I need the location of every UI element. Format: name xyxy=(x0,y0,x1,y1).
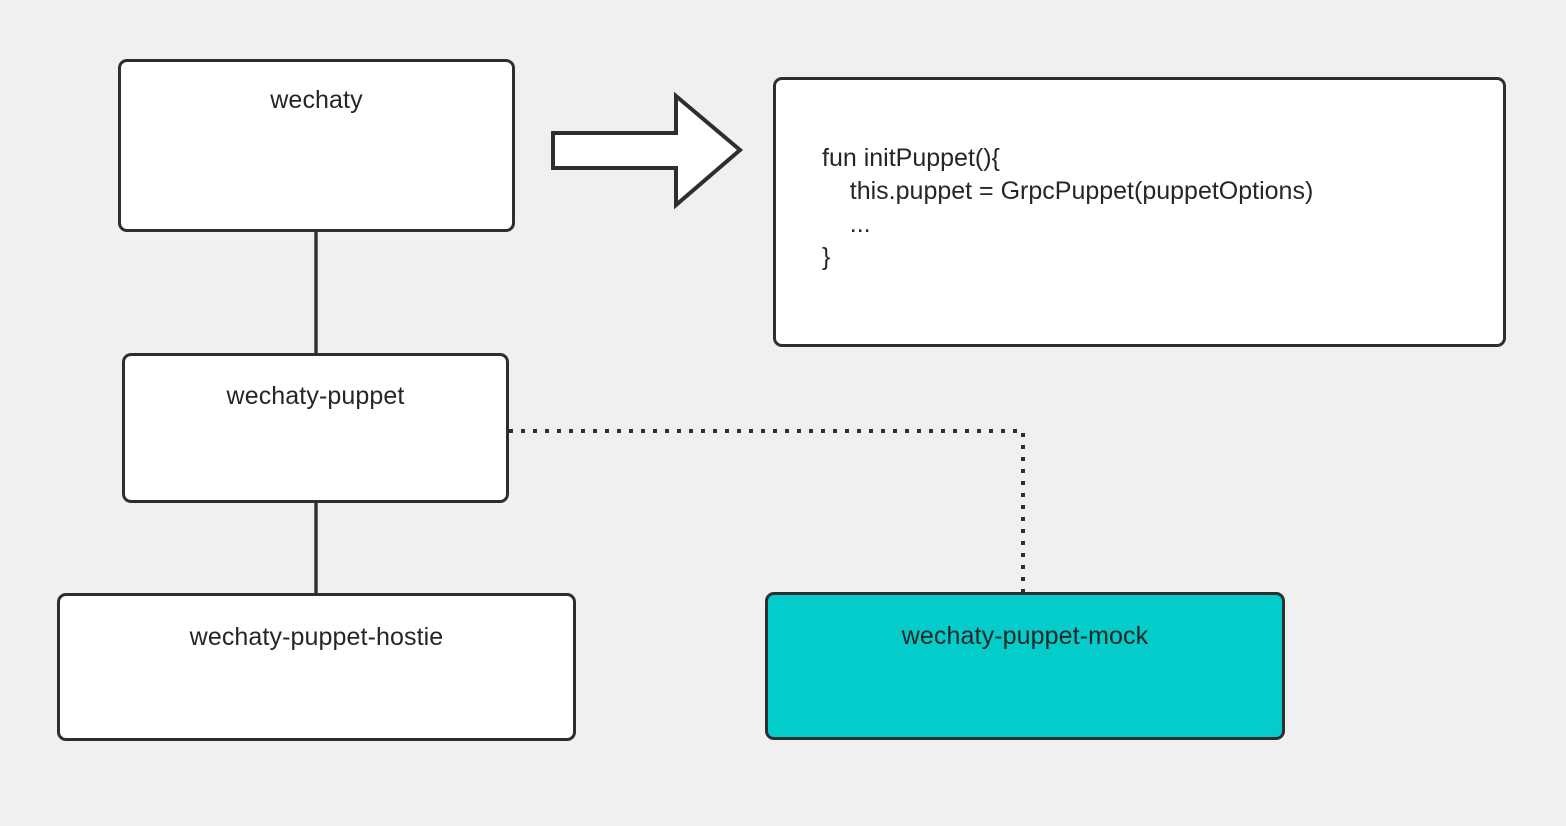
node-wechaty-puppet-mock[interactable]: wechaty-puppet-mock xyxy=(765,592,1285,740)
node-wechaty-puppet-label: wechaty-puppet xyxy=(226,382,405,410)
node-wechaty-puppet-mock-label: wechaty-puppet-mock xyxy=(901,622,1149,650)
node-wechaty[interactable]: wechaty xyxy=(118,59,515,232)
right-block-arrow-icon xyxy=(551,91,744,210)
code-line-1: fun initPuppet(){ xyxy=(822,144,1000,172)
code-line-2: this.puppet = GrpcPuppet(puppetOptions) xyxy=(822,177,1314,205)
node-wechaty-puppet-hostie-label: wechaty-puppet-hostie xyxy=(189,623,444,651)
code-line-3: ... xyxy=(822,210,871,238)
connector-puppet-to-mock xyxy=(509,429,1025,593)
code-line-4: } xyxy=(822,243,831,271)
node-wechaty-puppet[interactable]: wechaty-puppet xyxy=(122,353,509,503)
node-wechaty-label: wechaty xyxy=(270,86,363,114)
code-snippet-panel: fun initPuppet(){ this.puppet = GrpcPupp… xyxy=(773,77,1506,347)
node-wechaty-puppet-hostie[interactable]: wechaty-puppet-hostie xyxy=(57,593,576,741)
